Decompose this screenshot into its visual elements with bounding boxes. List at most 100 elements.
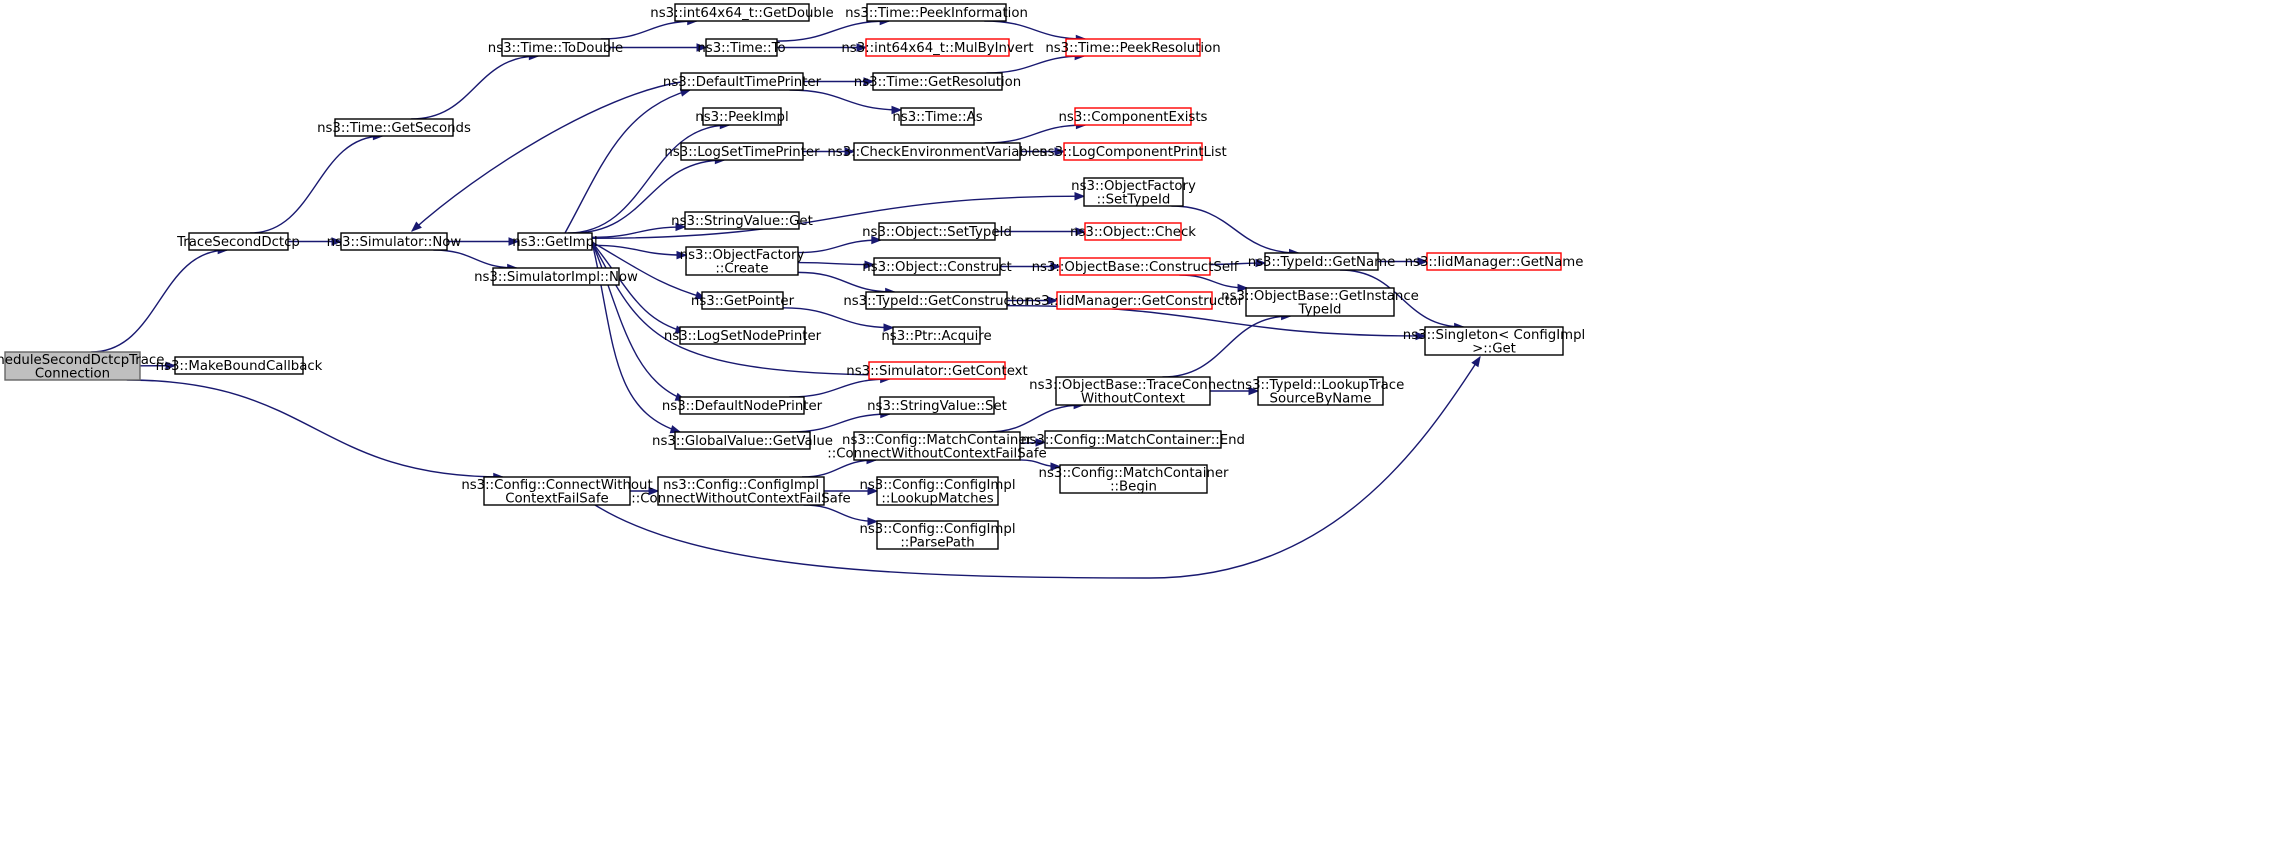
node-ns3-time-peekinformation[interactable]: ns3::Time::PeekInformation [845, 3, 1028, 22]
node-label: ns3::Config::ConnectWithout [461, 478, 652, 493]
node-ns3-time-todouble[interactable]: ns3::Time::ToDouble [488, 38, 623, 57]
node-box [900, 107, 975, 126]
node-label: ns3::GetPointer [691, 294, 795, 309]
node-ns3-int64x64-t-getdouble[interactable]: ns3::int64x64_t::GetDouble [650, 3, 834, 22]
node-ns3-objectbase-constructself[interactable]: ns3::ObjectBase::ConstructSelf [1032, 257, 1239, 276]
node-box [1074, 107, 1192, 126]
node-box [879, 396, 995, 415]
node-ns3-iidmanager-getconstructor[interactable]: ns3::IidManager::GetConstructor [1026, 291, 1244, 310]
node-box [188, 232, 289, 251]
edge-tsd-to-tgs [250, 131, 384, 234]
node-ns3-stringvalue-set[interactable]: ns3::StringValue::Set [867, 396, 1007, 415]
node-ns3-makeboundcallback[interactable]: ns3::MakeBoundCallback [156, 356, 323, 375]
node-label: ns3::Object::Construct [862, 260, 1011, 275]
node-label: TraceSecondDctcp [176, 235, 300, 250]
node-ns3-config-matchcontainer-begin[interactable]: ns3::Config::MatchContainer::Begin [1039, 464, 1229, 494]
edge-arrowhead [165, 361, 177, 370]
edge-arrowhead [867, 486, 879, 496]
node-ns3-simulator-getcontext[interactable]: ns3::Simulator::GetContext [846, 361, 1028, 380]
edge-line [789, 413, 890, 433]
node-box [685, 246, 799, 276]
node-ns3-config-configimpl-lookupmatches[interactable]: ns3::Config::ConfigImpl::LookupMatches [859, 476, 1016, 506]
edge-arrowhead [1035, 438, 1047, 447]
node-ns3-objectbase-traceconnectwithoutcontext[interactable]: ns3::ObjectBase::TraceConnectWithoutCont… [1029, 376, 1237, 406]
node-ns3-logsetnodeprinter[interactable]: ns3::LogSetNodePrinter [664, 326, 822, 345]
node-box [872, 72, 1003, 91]
node-label: ScheduleSecondDctcpTrace [0, 353, 164, 368]
node-ns3-logsettimeprinter[interactable]: ns3::LogSetTimePrinter [664, 142, 820, 161]
edge-line [986, 55, 1085, 74]
node-box [853, 431, 1021, 461]
edge-line [984, 124, 1086, 144]
node-label: ns3::Config::ConfigImpl [859, 522, 1015, 537]
node-label: ns3::Object::SetTypeId [862, 225, 1012, 240]
node-ns3-peekimpl[interactable]: ns3::PeekImpl [695, 107, 789, 126]
node-box [701, 291, 784, 310]
node-ns3-time-peekresolution[interactable]: ns3::Time::PeekResolution [1045, 38, 1221, 57]
node-ns3-objectfactory-create[interactable]: ns3::ObjectFactory::Create [680, 246, 805, 276]
node-ns3-logcomponentprintlist[interactable]: ns3::LogComponentPrintList [1039, 142, 1227, 161]
node-ns3-globalvalue-getvalue[interactable]: ns3::GlobalValue::GetValue [652, 431, 833, 450]
edge-line [126, 379, 503, 478]
node-box [865, 291, 1008, 310]
node-label: ::Create [715, 261, 768, 276]
node-ns3-object-construct[interactable]: ns3::Object::Construct [862, 257, 1012, 276]
node-box [1084, 222, 1182, 241]
node-label: ns3::DefaultNodePrinter [662, 399, 823, 414]
node-ns3-time-to[interactable]: ns3::Time::To [697, 38, 786, 57]
edge-line [776, 20, 890, 42]
node-scheduleseconddctcptraceconnection[interactable]: ScheduleSecondDctcpTraceConnection [0, 351, 164, 381]
node-ns3-componentexists[interactable]: ns3::ComponentExists [1058, 107, 1208, 126]
node-ns3-object-settypeid[interactable]: ns3::Object::SetTypeId [862, 222, 1012, 241]
node-box [674, 3, 810, 22]
node-label: WithoutContext [1081, 391, 1185, 406]
node-ns3-config-matchcontainer-end[interactable]: ns3::Config::MatchContainer::End [1021, 430, 1245, 449]
node-label: ns3::TypeId::LookupTrace [1237, 378, 1405, 393]
node-ns3-time-getseconds[interactable]: ns3::Time::GetSeconds [317, 118, 471, 137]
node-ns3-typeid-getname[interactable]: ns3::TypeId::GetName [1248, 252, 1396, 271]
node-label: ns3::SimulatorImpl::Now [474, 270, 638, 285]
edge-ccwcfs-to-sget [594, 355, 1481, 579]
edge-arrowhead [863, 77, 875, 86]
node-ns3-ptr-acquire[interactable]: ns3::Ptr::Acquire [881, 326, 992, 345]
edge-dtp-to-tas [789, 89, 903, 115]
node-box [1264, 252, 1379, 271]
node-ns3-config-configimpl-connectwithoutcontextfailsafe[interactable]: ns3::Config::ConfigImpl::ConnectWithoutC… [631, 476, 851, 506]
node-ns3-int64x64-t-mulbyinvert[interactable]: ns3::int64x64_t::MulByInvert [841, 38, 1034, 57]
node-ns3-iidmanager-getname[interactable]: ns3::IidManager::GetName [1405, 252, 1584, 271]
node-traceseconddctcp[interactable]: TraceSecondDctcp [176, 232, 300, 251]
edge-arrowhead [696, 43, 708, 52]
edge-line [564, 89, 691, 234]
node-ns3-getimpl[interactable]: ns3::GetImpl [512, 232, 598, 251]
node-ns3-config-matchcontainer-connectwithoutcontextfailsafe[interactable]: ns3::Config::MatchContainer::ConnectWith… [827, 431, 1047, 461]
node-ns3-config-connectwithoutcontextfailsafe[interactable]: ns3::Config::ConnectWithoutContextFailSa… [461, 476, 653, 506]
node-ns3-objectfactory-settypeid[interactable]: ns3::ObjectFactory::SetTypeId [1071, 177, 1196, 207]
node-ns3-typeid-getconstructor[interactable]: ns3::TypeId::GetConstructor [843, 291, 1030, 310]
node-ns3-object-check[interactable]: ns3::Object::Check [1070, 222, 1196, 241]
node-ns3-defaultnodeprinter[interactable]: ns3::DefaultNodePrinter [662, 396, 823, 415]
node-ns3-getpointer[interactable]: ns3::GetPointer [691, 291, 795, 310]
node-ns3-config-configimpl-parsepath[interactable]: ns3::Config::ConfigImpl::ParsePath [859, 520, 1016, 550]
node-ns3-simulatorimpl-now[interactable]: ns3::SimulatorImpl::Now [474, 267, 638, 286]
node-box [674, 431, 811, 450]
edge-tign-to-imgn [1377, 257, 1429, 266]
node-box [705, 38, 778, 57]
node-ns3-defaulttimeprinter[interactable]: ns3::DefaultTimePrinter [663, 72, 822, 91]
edge-line [984, 20, 1086, 40]
node-label: ns3::Time::As [892, 110, 982, 125]
node-ns3-checkenvironmentvariables[interactable]: ns3::CheckEnvironmentVariables [827, 142, 1047, 161]
node-label: ns3::Time::ToDouble [488, 41, 623, 56]
node-ns3-time-as[interactable]: ns3::Time::As [892, 107, 983, 126]
node-ns3-stringvalue-get[interactable]: ns3::StringValue::Get [671, 211, 813, 230]
node-label: ns3::IidManager::GetName [1405, 255, 1584, 270]
node-ns3-time-getresolution[interactable]: ns3::Time::GetResolution [854, 72, 1021, 91]
node-ns3-singleton-configimpl-get[interactable]: ns3::Singleton< ConfigImpl >::Get [1403, 326, 1585, 356]
node-label: ns3::ObjectFactory [1071, 179, 1196, 194]
node-ns3-simulator-now[interactable]: ns3::Simulator::Now [327, 232, 462, 251]
edge-arrowhead [1047, 296, 1059, 305]
node-box [334, 118, 454, 137]
node-label: Connection [35, 366, 110, 381]
